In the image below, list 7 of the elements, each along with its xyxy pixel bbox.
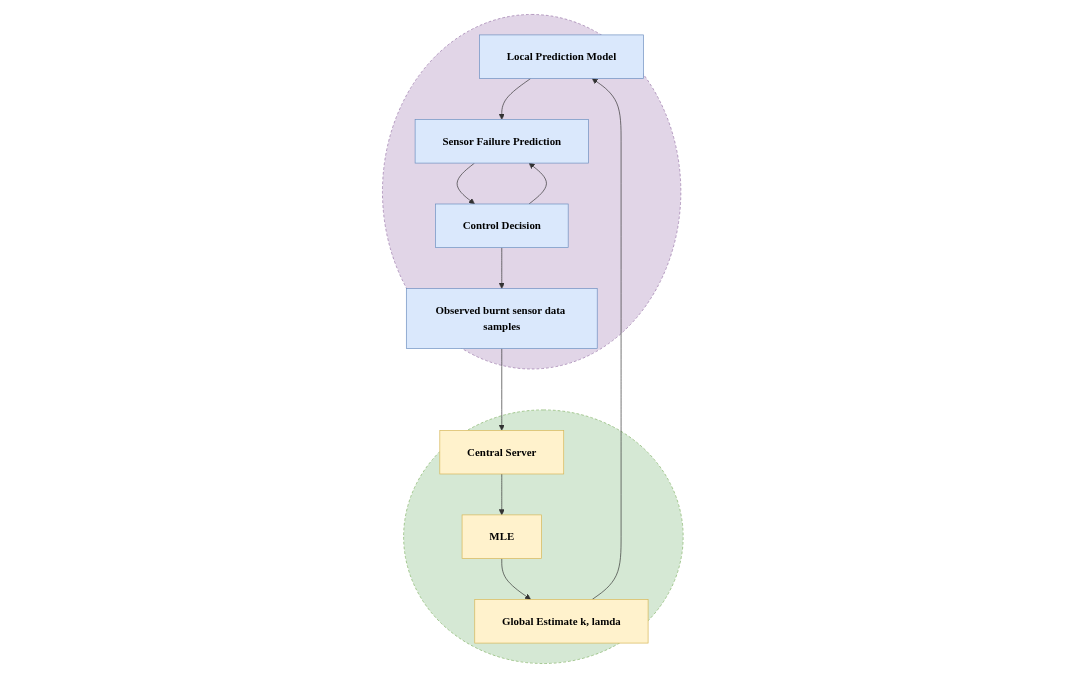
node-box: MLE [461,514,542,559]
node-box: Control Decision [434,203,569,248]
node-box: Central Server [439,429,564,474]
node-box: Local Prediction Model [478,34,644,79]
node-box: Observed burnt sensor data samples [405,287,598,349]
node-box: Global Estimate k, lamda [474,598,649,643]
node-box: Sensor Failure Prediction [414,118,589,163]
